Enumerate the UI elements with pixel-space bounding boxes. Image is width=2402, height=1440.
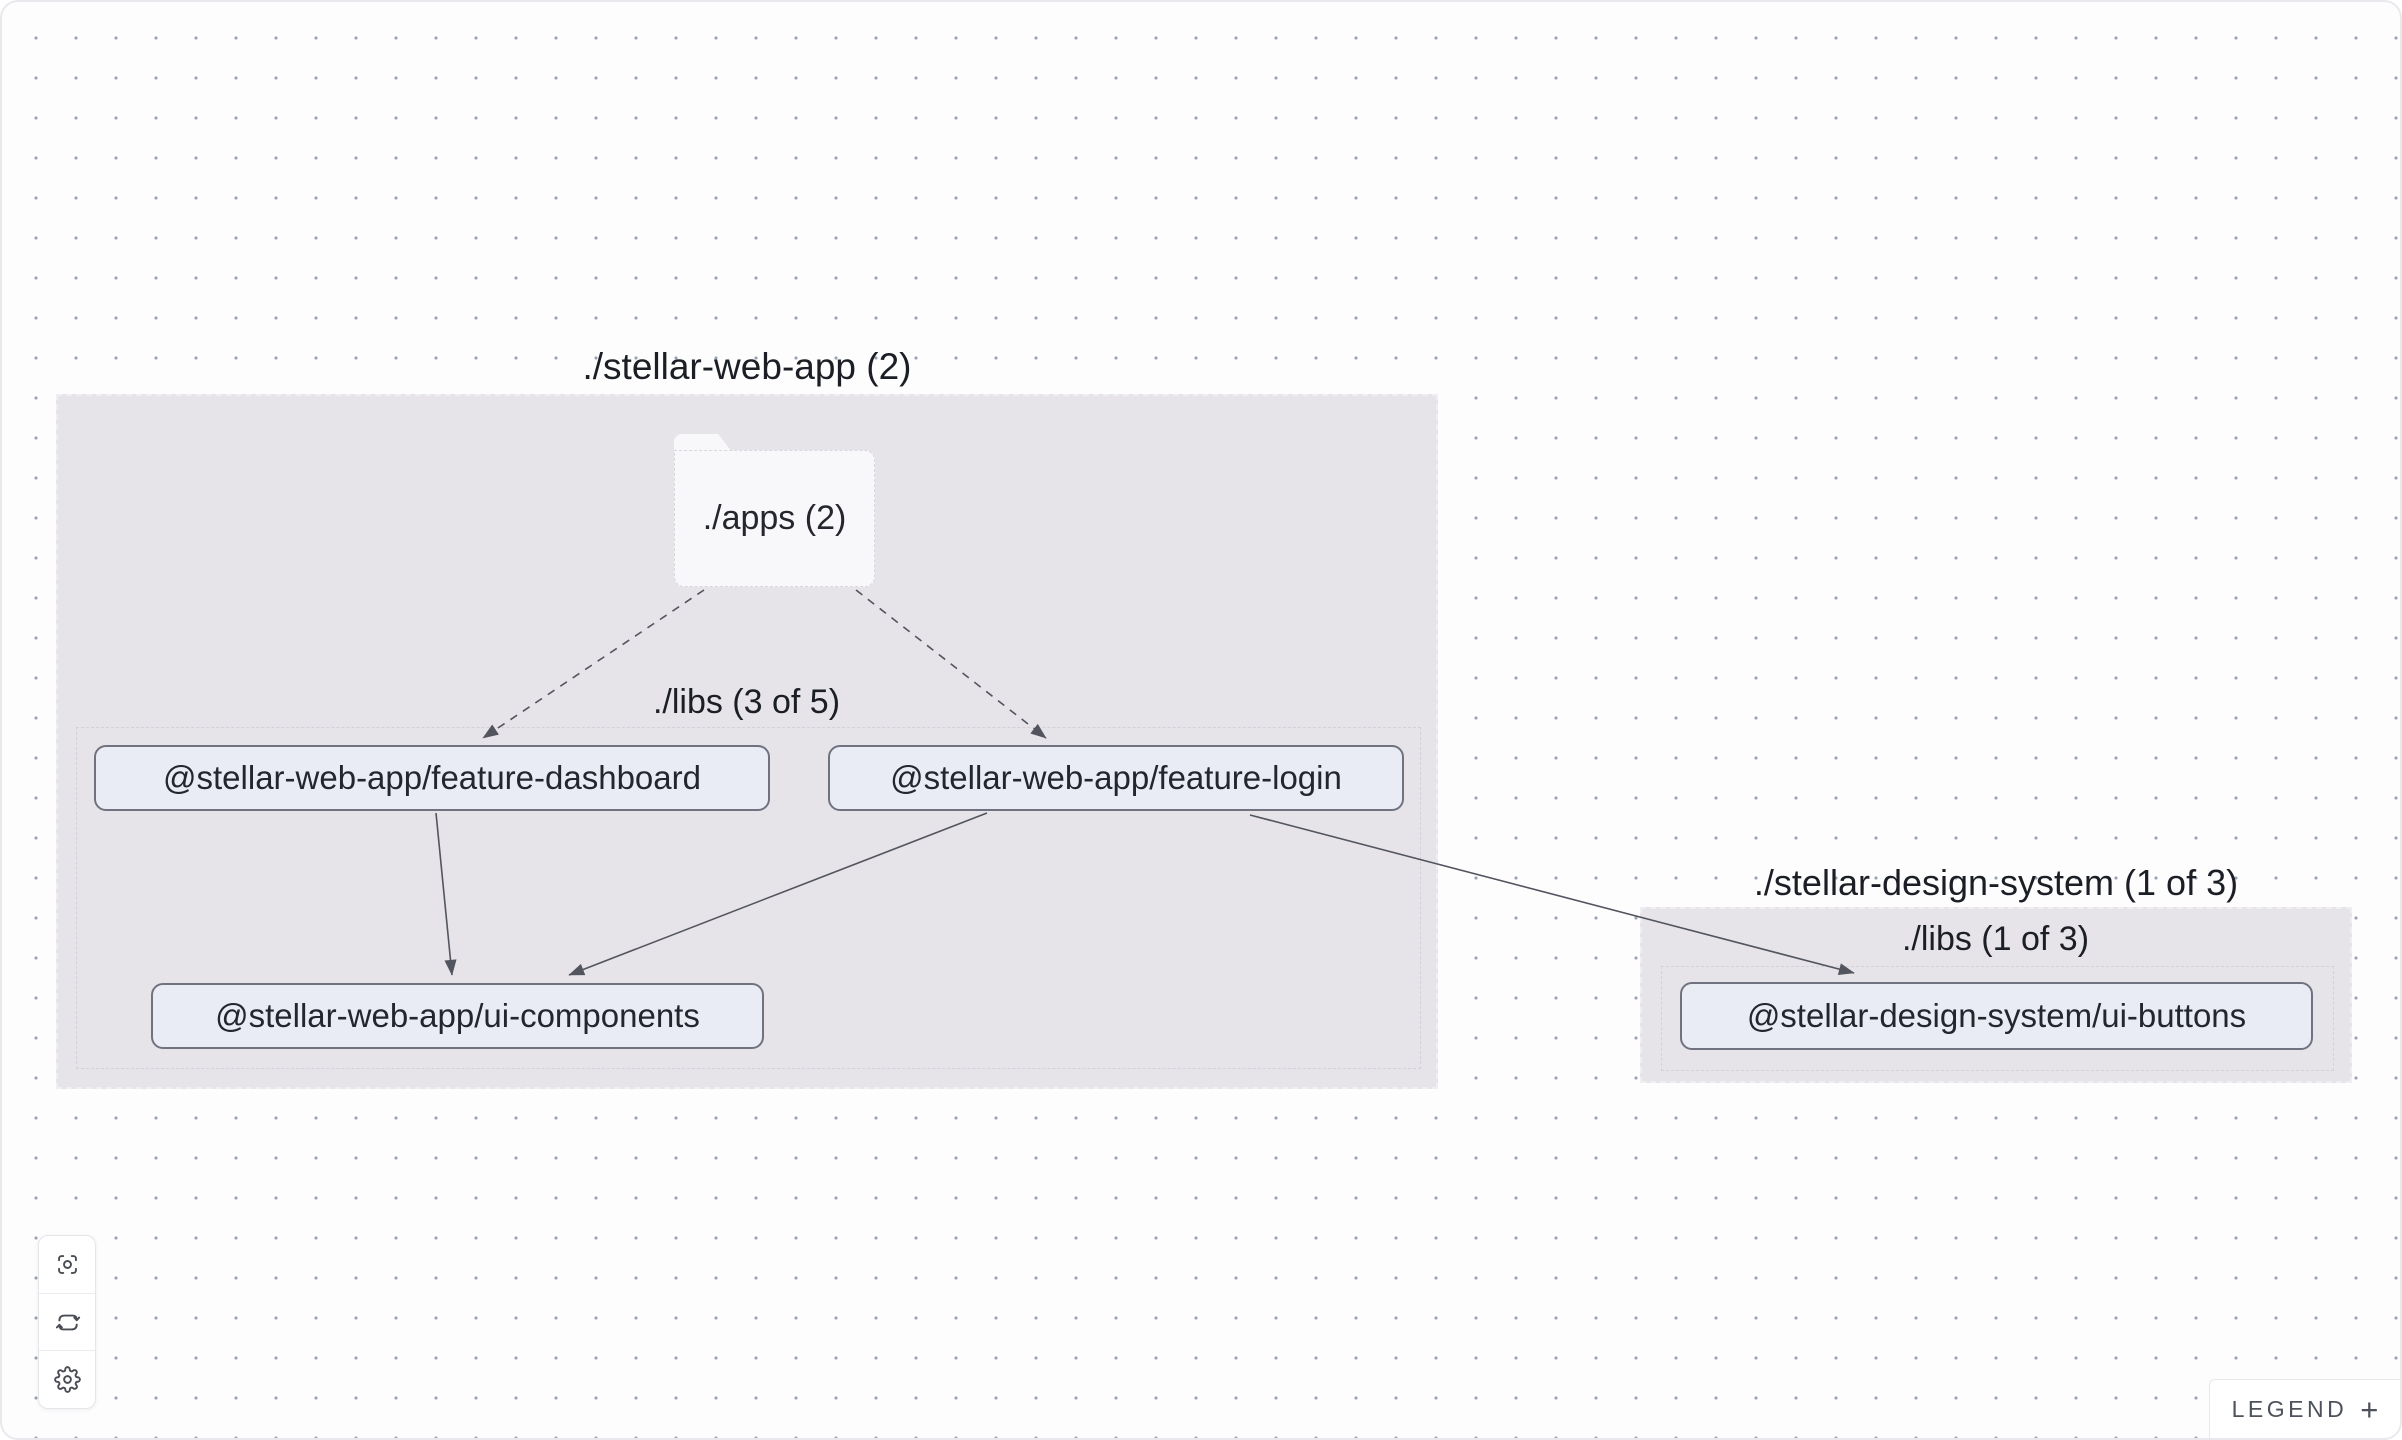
folder-node-apps[interactable]: ./apps (2) [674, 434, 875, 587]
group-title-stellar-web-app: ./stellar-web-app (2) [582, 346, 912, 387]
edge-feature-dashboard-to-ui-components[interactable] [435, 812, 457, 976]
node-ui-components[interactable]: @stellar-web-app/ui-components [151, 983, 764, 1049]
subgroup-label-design-system-libs: ./libs (1 of 3) [1901, 920, 2090, 958]
refresh-icon [55, 1314, 80, 1330]
graph-controls-toolbar [38, 1235, 96, 1409]
edge-feature-login-to-ui-components[interactable] [568, 812, 988, 976]
settings-button[interactable] [39, 1350, 95, 1408]
focus-icon [57, 1254, 77, 1274]
node-feature-login[interactable]: @stellar-web-app/feature-login [828, 745, 1404, 811]
center-graph-button[interactable] [39, 1236, 95, 1293]
node-label: @stellar-design-system/ui-buttons [1746, 997, 2247, 1034]
legend-toggle[interactable]: LEGEND + [2209, 1379, 2400, 1438]
node-label: @stellar-web-app/ui-components [215, 997, 700, 1034]
subgroup-label-web-app-libs: ./libs (3 of 5) [652, 683, 841, 721]
folder-tab [674, 434, 732, 452]
plus-icon: + [2360, 1391, 2379, 1427]
edge-apps-to-feature-dashboard[interactable] [482, 589, 705, 739]
subgroup-design-system-libs [1661, 966, 2334, 1071]
refresh-graph-button[interactable] [39, 1292, 95, 1351]
node-feature-dashboard[interactable]: @stellar-web-app/feature-dashboard [94, 745, 770, 811]
folder-label: ./apps (2) [674, 450, 875, 587]
edge-feature-login-to-ui-buttons[interactable] [1249, 814, 1855, 976]
gear-icon [53, 1366, 81, 1394]
group-title-stellar-design-system: ./stellar-design-system (1 of 3) [1753, 862, 2239, 903]
node-ui-buttons[interactable]: @stellar-design-system/ui-buttons [1680, 982, 2313, 1050]
subgroup-web-app-libs [76, 727, 1421, 1069]
legend-label: LEGEND [2231, 1395, 2348, 1422]
edge-apps-to-feature-login[interactable] [855, 589, 1047, 739]
node-label: @stellar-web-app/feature-dashboard [163, 759, 701, 796]
node-label: @stellar-web-app/feature-login [890, 759, 1342, 796]
